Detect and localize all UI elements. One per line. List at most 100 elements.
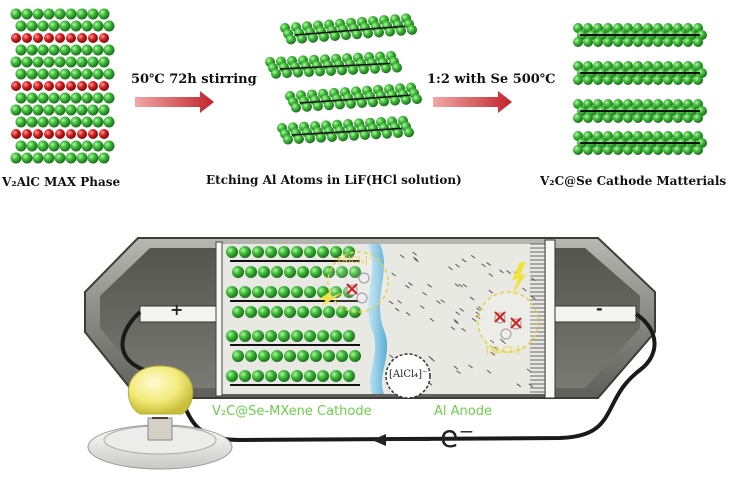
v-atom [297, 33, 307, 44]
v-atom [352, 29, 362, 40]
electrolyte-speck [450, 326, 456, 331]
electrolyte-speck [458, 283, 463, 288]
v-atom [37, 92, 49, 104]
cathode-atom [336, 266, 348, 278]
ion-tag-anode: [Al₂Cl₇]⁻ [486, 346, 525, 356]
al-atom [11, 129, 21, 139]
electrolyte-speck [419, 305, 425, 309]
v-atom [92, 140, 104, 152]
electrolyte-speck [440, 299, 446, 304]
max-phase-label: V₂AlC MAX Phase [2, 175, 121, 189]
cathode-atom [271, 266, 283, 278]
external-wire [120, 310, 657, 443]
v-atom [92, 92, 104, 104]
v-atom [360, 130, 370, 141]
cathode-atom [265, 370, 277, 382]
v-atom [683, 75, 693, 85]
electrolyte-speck [391, 272, 396, 277]
al-atom [44, 129, 54, 139]
v-atom [15, 116, 27, 128]
electrolyte-speck [488, 289, 494, 294]
v-atom [65, 56, 77, 68]
al-atom [99, 129, 109, 139]
v-atom [70, 20, 82, 32]
v-atom [573, 75, 583, 85]
v-atom [623, 113, 633, 123]
v-atom [316, 132, 326, 143]
v-atom [271, 68, 281, 79]
al-atom [11, 81, 21, 91]
v-atom [103, 20, 115, 32]
v-atom [48, 140, 60, 152]
cathode-atom [245, 306, 257, 318]
electrolyte-speck [499, 269, 504, 274]
cathode-atom [323, 350, 335, 362]
v-atom [643, 75, 653, 85]
electrolyte-speck [486, 262, 491, 266]
cathode-atom [226, 330, 238, 342]
cathode-atom [336, 306, 348, 318]
electrolyte-speck [394, 307, 400, 312]
v-atom [623, 145, 633, 155]
cathode-atom [239, 370, 251, 382]
v-atom [407, 24, 417, 35]
electrolyte-speck [481, 263, 486, 268]
v-atom [401, 94, 411, 105]
cathode-atom [284, 266, 296, 278]
v-atom [37, 44, 49, 56]
v-atom [370, 63, 380, 74]
v-atom [363, 28, 373, 39]
v-atom [359, 64, 369, 75]
v-atom [673, 75, 683, 85]
cathode-atom [310, 306, 322, 318]
v-atom [633, 37, 643, 47]
electrolyte-speck [470, 254, 476, 259]
v-atom [319, 31, 329, 42]
cathode-atom [304, 286, 316, 298]
v-atom [32, 8, 44, 20]
v-atom [653, 75, 663, 85]
cathode-atom [297, 266, 309, 278]
cathode-atom [304, 370, 316, 382]
v-atom [81, 20, 93, 32]
v-atom [613, 37, 623, 47]
v-atom [663, 113, 673, 123]
v-atom [37, 116, 49, 128]
cathode-label: V₂C@Se-MXene Cathode [212, 404, 372, 419]
v-atom [98, 152, 110, 164]
ion-molecule-anode [494, 311, 522, 340]
arrow-1-caption: 50℃ 72h stirring [131, 72, 257, 87]
cathode-atom [245, 350, 257, 362]
v-atom [54, 56, 66, 68]
v-atom [327, 132, 337, 142]
v-atom [663, 75, 673, 85]
electrolyte-speck [397, 299, 402, 304]
v-atom [48, 44, 60, 56]
electrolyte-speck [405, 312, 411, 316]
electrolyte-speck [454, 320, 459, 325]
bond-line [291, 127, 403, 136]
v-atom [653, 145, 663, 155]
v-atom [693, 113, 703, 123]
v-atom [70, 44, 82, 56]
electrolyte-speck [428, 355, 433, 360]
v-atom [308, 32, 318, 43]
v-atom [643, 37, 653, 47]
bond-line [299, 94, 411, 104]
v-atom [338, 131, 348, 142]
v-atom [81, 92, 93, 104]
v-atom [70, 116, 82, 128]
cathode-atom [291, 370, 303, 382]
lightning-icon-anode [512, 262, 526, 296]
cathode-atom [310, 350, 322, 362]
v-atom [32, 104, 44, 116]
electron-flow-arrow [372, 434, 430, 446]
v-atom [390, 95, 400, 106]
cathode-atom [271, 306, 283, 318]
electrolyte-speck [459, 307, 465, 312]
v-atom [37, 68, 49, 80]
arrow-2-caption: 1:2 with Se 500℃ [427, 72, 556, 87]
v-atom [357, 97, 367, 108]
al-atom [77, 81, 87, 91]
